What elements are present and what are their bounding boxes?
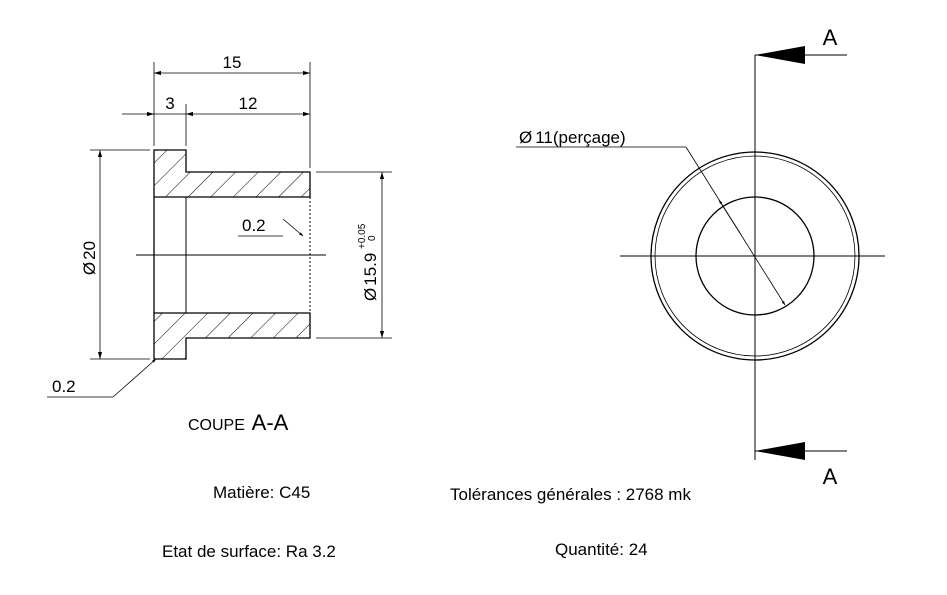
dim-15-label: 15 — [223, 53, 242, 72]
dim-20-text-group: Ø20 — [80, 241, 99, 275]
cut-plane-top-arrow — [755, 46, 805, 64]
drill-dim-arrow-upper — [718, 199, 741, 234]
dim-15-9-tol-lower: 0 — [367, 235, 378, 241]
cut-label-bottom: A — [823, 464, 838, 489]
material-note: Matière: C45 — [213, 483, 311, 502]
chamfer-inner-leader — [282, 218, 304, 237]
flange-hatch-top — [154, 150, 186, 197]
chamfer-inner-label: 0.2 — [242, 216, 266, 235]
dim-3-label: 3 — [165, 94, 174, 113]
section-caption-word: COUPE — [188, 417, 245, 434]
dim-15-9-label: Ø15.9 — [361, 253, 380, 301]
section-caption-id: A-A — [251, 410, 289, 435]
tolerances-note: Tolérances générales : 2768 mk — [450, 485, 691, 504]
quantity-note: Quantité: 24 — [555, 540, 648, 559]
section-caption: COUPE A-A — [188, 410, 288, 436]
body-hatch-bottom — [186, 313, 310, 338]
dim-15-9-tol-upper: +0.05 — [357, 223, 368, 249]
flange-hatch-bottom — [154, 313, 186, 359]
chamfer-outer-leader — [112, 358, 157, 398]
surface-note: Etat de surface: Ra 3.2 — [162, 542, 336, 561]
section-view: 15 3 12 Ø20 Ø15.9 +0.05 0 0.2 0.2 — [47, 53, 392, 398]
cut-label-top: A — [823, 25, 838, 50]
dim-20-label: Ø20 — [80, 241, 99, 275]
dim-15-9-text-group: Ø15.9 +0.05 0 — [357, 223, 380, 301]
cut-plane-bottom-arrow — [755, 442, 805, 460]
body-hatch-top — [186, 172, 310, 197]
chamfer-outer-label: 0.2 — [52, 377, 76, 396]
dim-12-label: 12 — [239, 94, 258, 113]
